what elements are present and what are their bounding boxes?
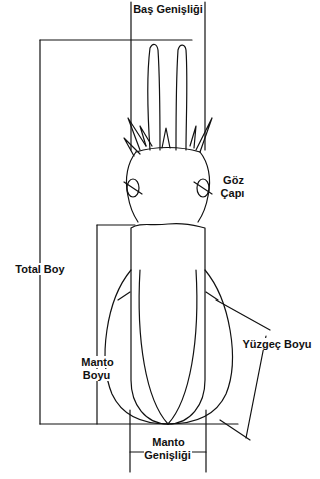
dimension-label: Manto Boyu <box>67 356 127 382</box>
dimension-label: Manto Genişliği <box>138 436 198 462</box>
label-text: Total Boy <box>14 263 65 275</box>
dimension-label: Göz Çapı <box>213 174 253 200</box>
label-text: Manto Genişliği <box>144 436 191 461</box>
label-text: Manto Boyu <box>80 356 113 381</box>
label-text: Baş Genişliği <box>132 3 204 15</box>
label-text: Yüzgeç Boyu <box>241 338 312 350</box>
dimension-label: Baş Genişliği <box>131 3 205 16</box>
dimension-label: Total Boy <box>5 263 75 276</box>
dimension-label: Yüzgeç Boyu <box>238 338 316 351</box>
label-text: Göz Çapı <box>221 174 246 199</box>
